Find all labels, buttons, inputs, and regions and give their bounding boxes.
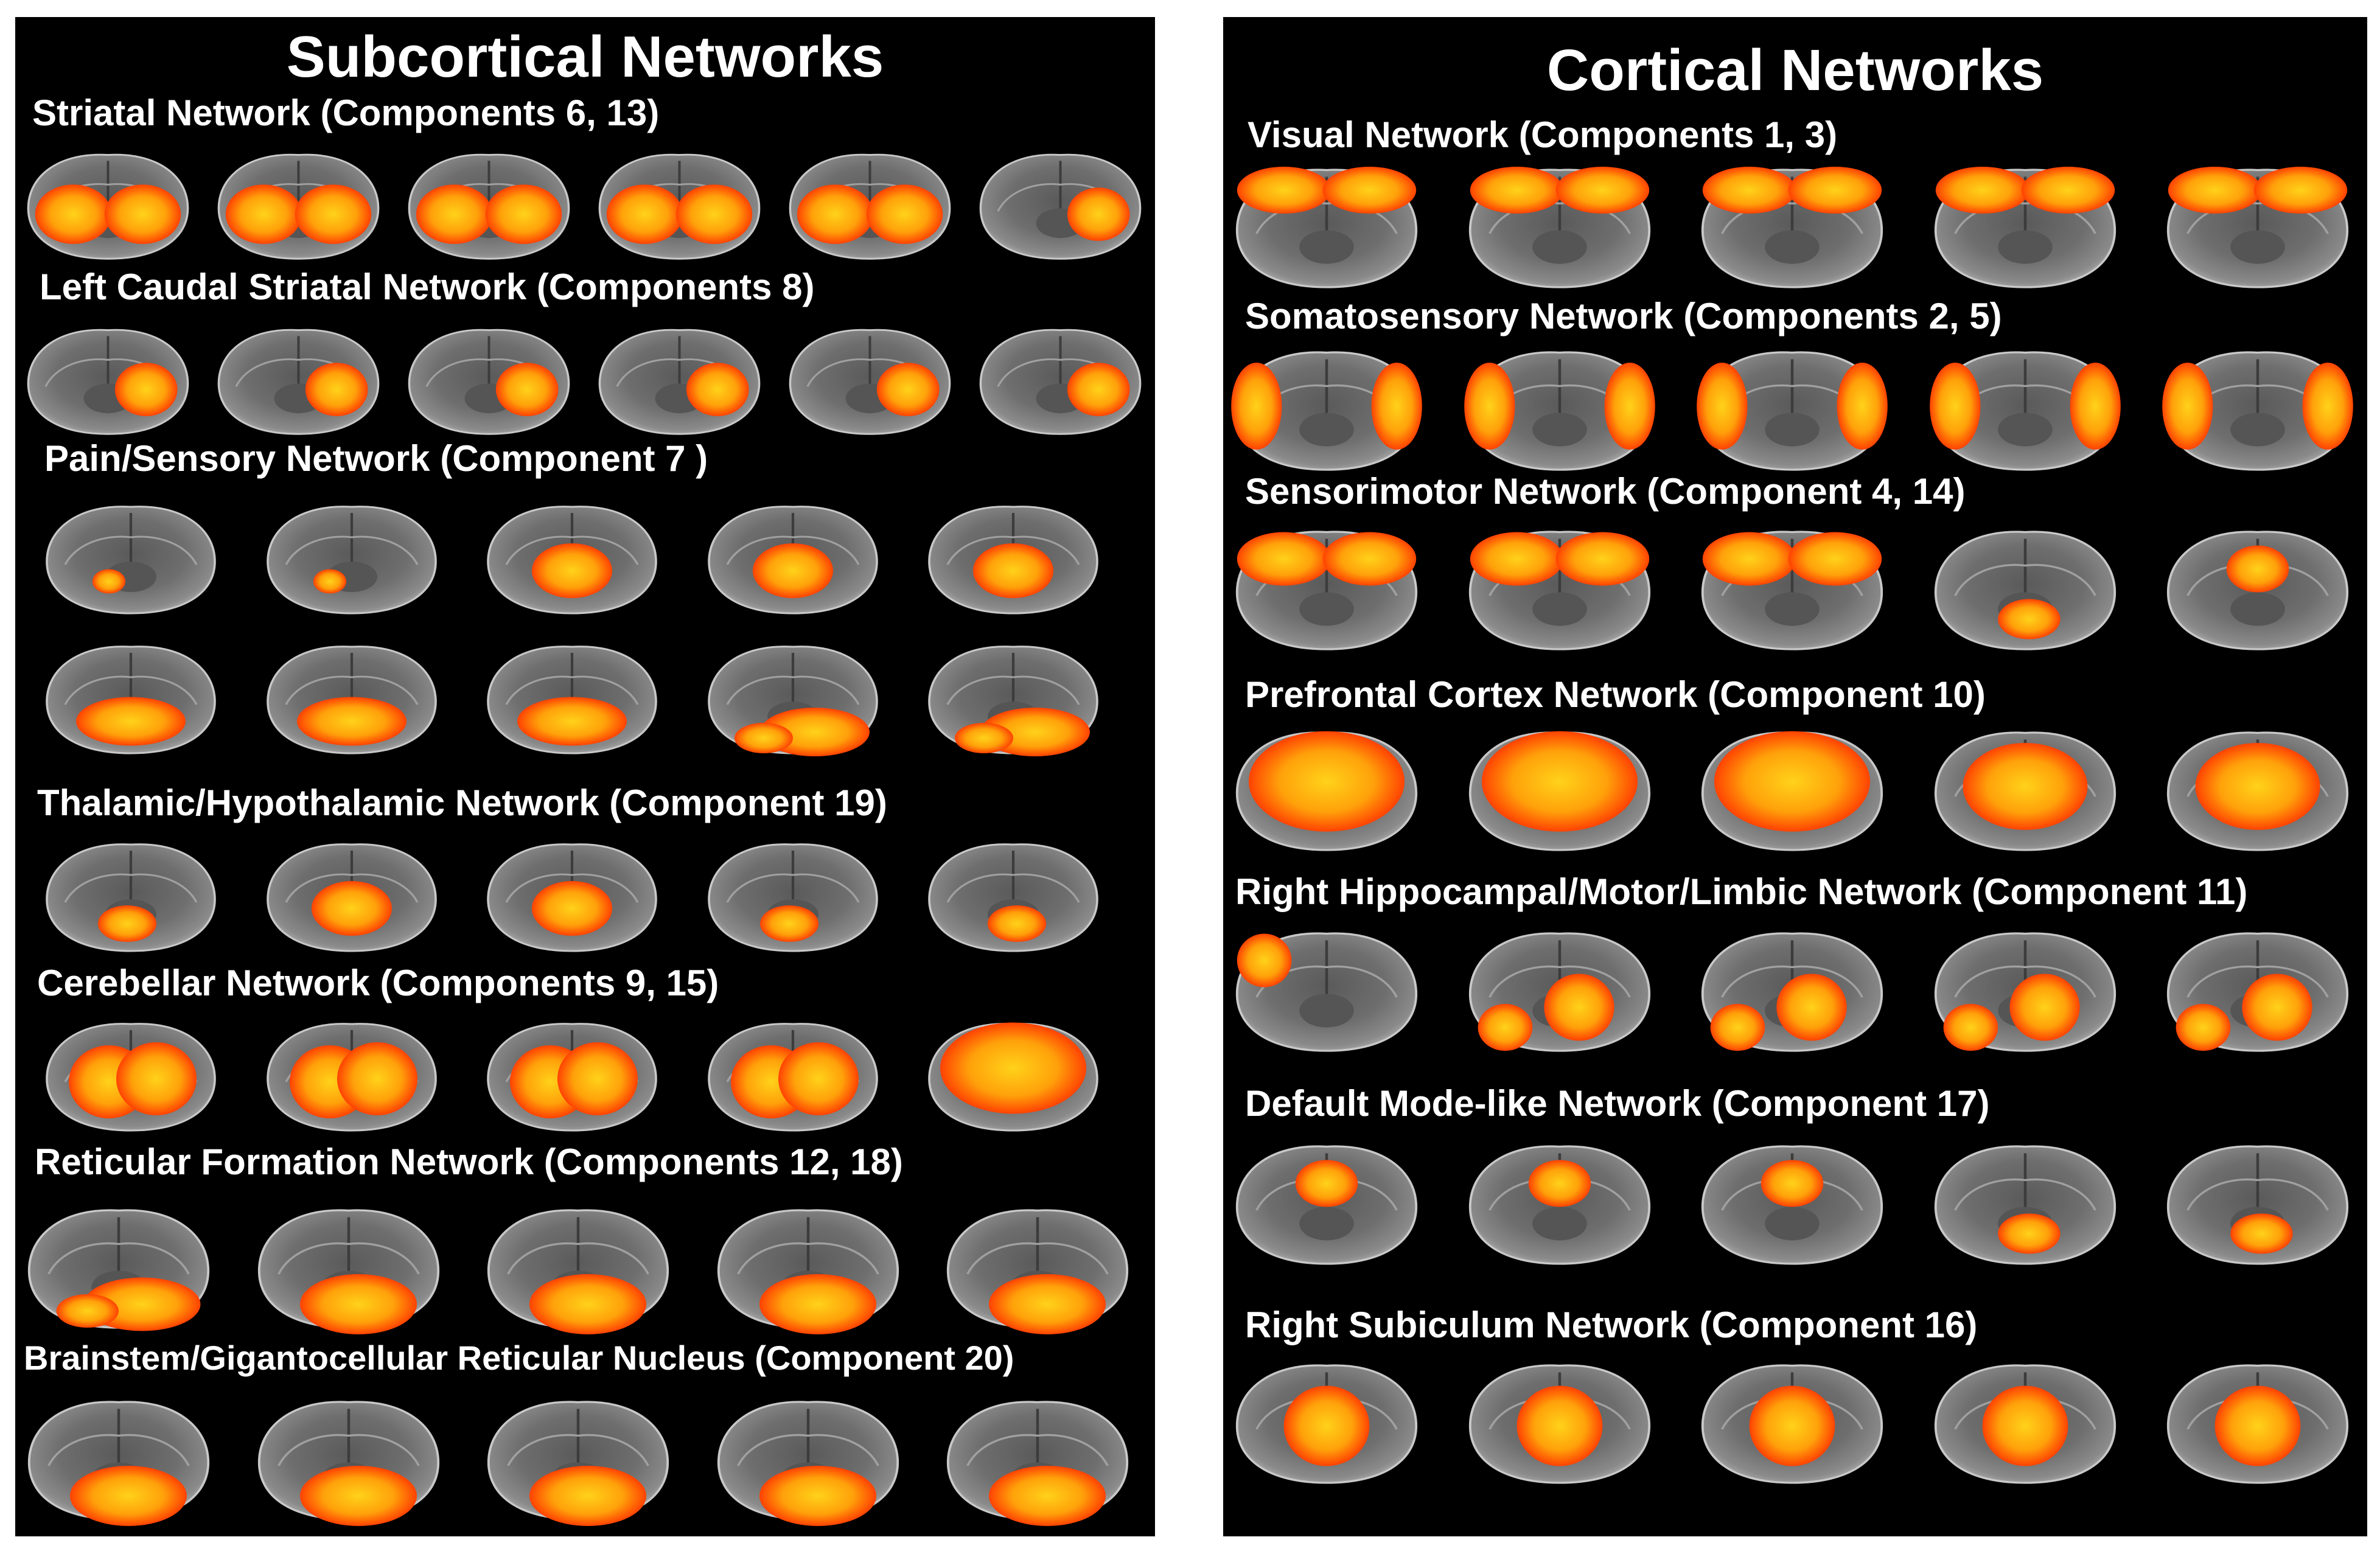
visual-slice-4: [1934, 167, 2116, 288]
reticular-slice-4: [717, 1209, 899, 1334]
thalamic-slice-2: [266, 843, 437, 952]
subiculum-slice-2: [1468, 1364, 1650, 1484]
default-mode-slice-2: [1468, 1145, 1650, 1265]
somatosensory-slice-5: [2162, 351, 2353, 471]
pain-sensory-a-slice-5: [928, 506, 1098, 615]
cortical-networks-panel: Cortical Networks Visual Network (Compon…: [1223, 17, 2367, 1536]
cerebellar-slice-4: [707, 1023, 878, 1132]
hippocampal-slice-3: [1701, 932, 1883, 1052]
striatal-slice-5: [789, 153, 951, 260]
pain-sensory-b-slice-5: [928, 646, 1098, 756]
pain-sensory-a-slice-3: [487, 506, 657, 615]
brainstem-slice-3: [487, 1401, 669, 1526]
prefrontal-slice-2: [1468, 731, 1650, 851]
cerebellar-slice-1: [46, 1023, 216, 1132]
left-caudal-slice-3: [408, 329, 570, 435]
network-label-default-mode-like: Default Mode-like Network (Component 17): [1245, 1083, 1990, 1124]
thalamic-slice-3: [487, 843, 657, 952]
hippocampal-slice-2: [1468, 932, 1650, 1052]
visual-slice-2: [1468, 167, 1650, 288]
left-caudal-slice-1: [27, 329, 189, 435]
default-mode-slice-3: [1701, 1145, 1883, 1265]
cerebellar-slice-5: [928, 1022, 1098, 1132]
sensorimotor-slice-2: [1468, 531, 1650, 650]
brainstem-slice-2: [257, 1401, 439, 1526]
network-label-brainstem-gigantocellular: Brainstem/Gigantocellular Reticular Nucl…: [24, 1339, 1014, 1377]
left-caudal-slice-4: [598, 329, 761, 435]
pain-sensory-a-slice-2: [266, 506, 437, 615]
visual-slice-5: [2166, 167, 2349, 288]
somatosensory-slice-4: [1929, 351, 2121, 471]
prefrontal-slice-4: [1934, 731, 2116, 851]
default-mode-slice-1: [1235, 1145, 1418, 1265]
left-caudal-slice-2: [217, 329, 380, 435]
network-label-somatosensory: Somatosensory Network (Components 2, 5): [1245, 296, 2002, 336]
striatal-slice-2: [217, 153, 380, 260]
left-caudal-slice-5: [789, 329, 951, 435]
network-label-visual: Visual Network (Components 1, 3): [1248, 114, 1838, 155]
thalamic-slice-4: [707, 843, 878, 952]
visual-slice-1: [1235, 167, 1418, 288]
left-caudal-slice-6: [979, 329, 1142, 435]
subiculum-slice-5: [2166, 1364, 2349, 1484]
brainstem-slice-4: [717, 1401, 899, 1526]
brainstem-slice-1: [27, 1401, 210, 1526]
network-label-sensorimotor: Sensorimotor Network (Component 4, 14): [1245, 471, 1966, 512]
cerebellar-slice-3: [487, 1023, 657, 1132]
reticular-slice-3: [487, 1209, 669, 1334]
pain-sensory-a-slice-4: [707, 506, 878, 615]
thalamic-slice-1: [46, 843, 216, 952]
network-label-right-hippocampal-motor-limbic: Right Hippocampal/Motor/Limbic Network (…: [1235, 871, 2248, 912]
somatosensory-slice-2: [1464, 351, 1655, 471]
pain-sensory-a-slice-1: [46, 506, 216, 615]
striatal-slice-4: [598, 153, 761, 260]
cortical-title: Cortical Networks: [1546, 38, 2044, 103]
striatal-slice-3: [408, 153, 570, 260]
pain-sensory-b-slice-1: [46, 646, 216, 754]
hippocampal-slice-4: [1934, 932, 2116, 1052]
pain-sensory-b-slice-4: [707, 646, 878, 756]
somatosensory-slice-1: [1231, 351, 1422, 471]
prefrontal-slice-5: [2166, 731, 2349, 851]
default-mode-slice-5: [2166, 1145, 2349, 1265]
default-mode-slice-4: [1934, 1145, 2116, 1265]
reticular-slice-2: [257, 1209, 439, 1334]
brainstem-slice-5: [946, 1401, 1129, 1526]
reticular-slice-1: [27, 1209, 210, 1331]
cerebellar-slice-2: [266, 1023, 437, 1132]
somatosensory-slice-3: [1697, 351, 1888, 471]
network-label-reticular-formation: Reticular Formation Network (Components …: [35, 1141, 903, 1182]
sensorimotor-slice-3: [1701, 531, 1883, 650]
sensorimotor-slice-4: [1934, 531, 2116, 650]
striatal-slice-6: [979, 153, 1142, 260]
pain-sensory-b-slice-2: [266, 646, 437, 754]
subcortical-networks-panel: Subcortical Networks Striatal Network (C…: [15, 17, 1155, 1536]
sensorimotor-slice-1: [1235, 531, 1418, 650]
network-label-thalamic-hypothalamic: Thalamic/Hypothalamic Network (Component…: [37, 782, 887, 823]
visual-slice-3: [1701, 167, 1883, 288]
subcortical-title: Subcortical Networks: [286, 24, 884, 89]
network-label-left-caudal-striatal: Left Caudal Striatal Network (Components…: [40, 267, 815, 307]
subiculum-slice-1: [1235, 1364, 1418, 1484]
reticular-slice-5: [946, 1209, 1129, 1334]
thalamic-slice-5: [928, 843, 1098, 952]
subiculum-slice-4: [1934, 1364, 2116, 1484]
network-label-cerebellar: Cerebellar Network (Components 9, 15): [37, 963, 719, 1003]
hippocampal-slice-1: [1235, 932, 1418, 1052]
prefrontal-slice-3: [1701, 731, 1883, 851]
striatal-slice-1: [27, 153, 189, 260]
prefrontal-slice-1: [1235, 731, 1418, 851]
network-label-striatal: Striatal Network (Components 6, 13): [32, 92, 660, 133]
sensorimotor-slice-5: [2166, 531, 2349, 650]
hippocampal-slice-5: [2166, 932, 2349, 1052]
network-label-pain-sensory: Pain/Sensory Network (Component 7 ): [44, 438, 708, 479]
subiculum-slice-3: [1701, 1364, 1883, 1484]
network-label-right-subiculum: Right Subiculum Network (Component 16): [1245, 1305, 1978, 1345]
pain-sensory-b-slice-3: [487, 646, 657, 754]
network-label-prefrontal-cortex: Prefrontal Cortex Network (Component 10): [1245, 674, 1986, 715]
